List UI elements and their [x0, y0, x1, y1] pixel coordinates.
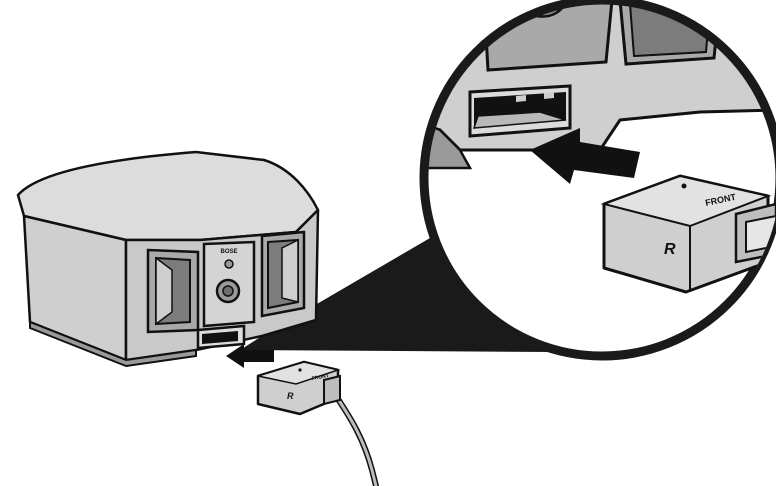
center-panel: BOSE	[202, 240, 256, 328]
insert-arrow-small	[226, 344, 274, 368]
brand-logo-text: BOSE	[220, 249, 237, 255]
magnified-view: FRONT R	[419, 0, 776, 361]
connector-port	[196, 324, 246, 350]
large-connector-side-label: R	[664, 241, 676, 258]
insert-arrow-large	[530, 128, 640, 184]
left-driver-opening	[146, 248, 200, 334]
status-indicator	[224, 259, 234, 269]
magnifier-ring	[419, 0, 776, 361]
right-driver-opening	[260, 230, 306, 318]
small-connector-top-label: FRONT	[311, 373, 329, 382]
callout-wedge	[240, 238, 555, 352]
small-connector-side-label: R	[287, 391, 294, 401]
speaker: BOSE	[16, 150, 320, 368]
cable	[333, 393, 379, 486]
speaker-left-side	[22, 214, 128, 362]
small-connector: FRONT R	[256, 360, 379, 486]
speaker-base	[29, 320, 197, 368]
